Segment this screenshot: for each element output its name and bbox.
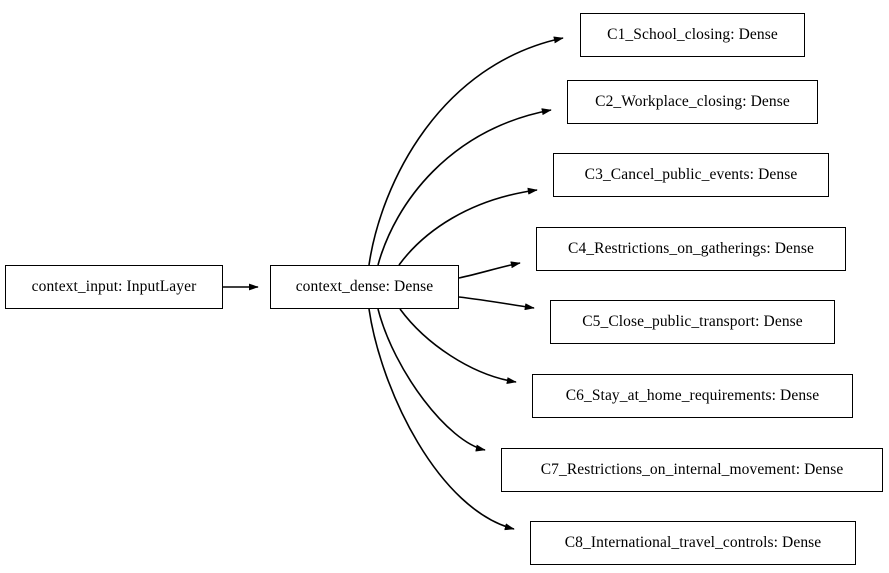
node-label: C8_International_travel_controls: Dense xyxy=(564,534,822,552)
node-c3-cancel-public-events[interactable]: C3_Cancel_public_events: Dense xyxy=(553,153,829,197)
node-label: C3_Cancel_public_events: Dense xyxy=(584,166,798,184)
node-label: C7_Restrictions_on_internal_movement: De… xyxy=(540,461,844,479)
edge-context-dense-to-c8 xyxy=(368,308,515,531)
edge-context-dense-to-c2 xyxy=(377,108,552,266)
edge-context-dense-to-c1 xyxy=(368,36,564,266)
edge-context-dense-to-c3 xyxy=(398,187,538,266)
node-c2-workplace-closing[interactable]: C2_Workplace_closing: Dense xyxy=(567,80,818,124)
node-label: C6_Stay_at_home_requirements: Dense xyxy=(565,387,820,405)
edge-context-dense-to-c5 xyxy=(458,296,535,311)
edge-context-dense-to-c6 xyxy=(399,308,517,385)
edge-context-dense-to-c7 xyxy=(377,308,486,452)
node-label: context_input: InputLayer xyxy=(31,278,197,296)
edge-context-dense-to-c4 xyxy=(458,261,521,279)
node-c7-restrictions-on-internal-movement[interactable]: C7_Restrictions_on_internal_movement: De… xyxy=(501,448,883,492)
node-c1-school-closing[interactable]: C1_School_closing: Dense xyxy=(580,13,805,57)
node-c5-close-public-transport[interactable]: C5_Close_public_transport: Dense xyxy=(550,300,835,344)
node-context-dense[interactable]: context_dense: Dense xyxy=(270,265,459,309)
node-label: C4_Restrictions_on_gatherings: Dense xyxy=(568,240,814,258)
node-c8-international-travel-controls[interactable]: C8_International_travel_controls: Dense xyxy=(530,521,856,565)
node-label: C2_Workplace_closing: Dense xyxy=(595,93,790,111)
node-label: context_dense: Dense xyxy=(295,278,434,296)
node-c4-restrictions-on-gatherings[interactable]: C4_Restrictions_on_gatherings: Dense xyxy=(536,227,846,271)
node-label: C1_School_closing: Dense xyxy=(607,26,778,44)
node-c6-stay-at-home-requirements[interactable]: C6_Stay_at_home_requirements: Dense xyxy=(532,374,853,418)
node-label: C5_Close_public_transport: Dense xyxy=(582,313,803,331)
node-context-input[interactable]: context_input: InputLayer xyxy=(5,265,223,309)
